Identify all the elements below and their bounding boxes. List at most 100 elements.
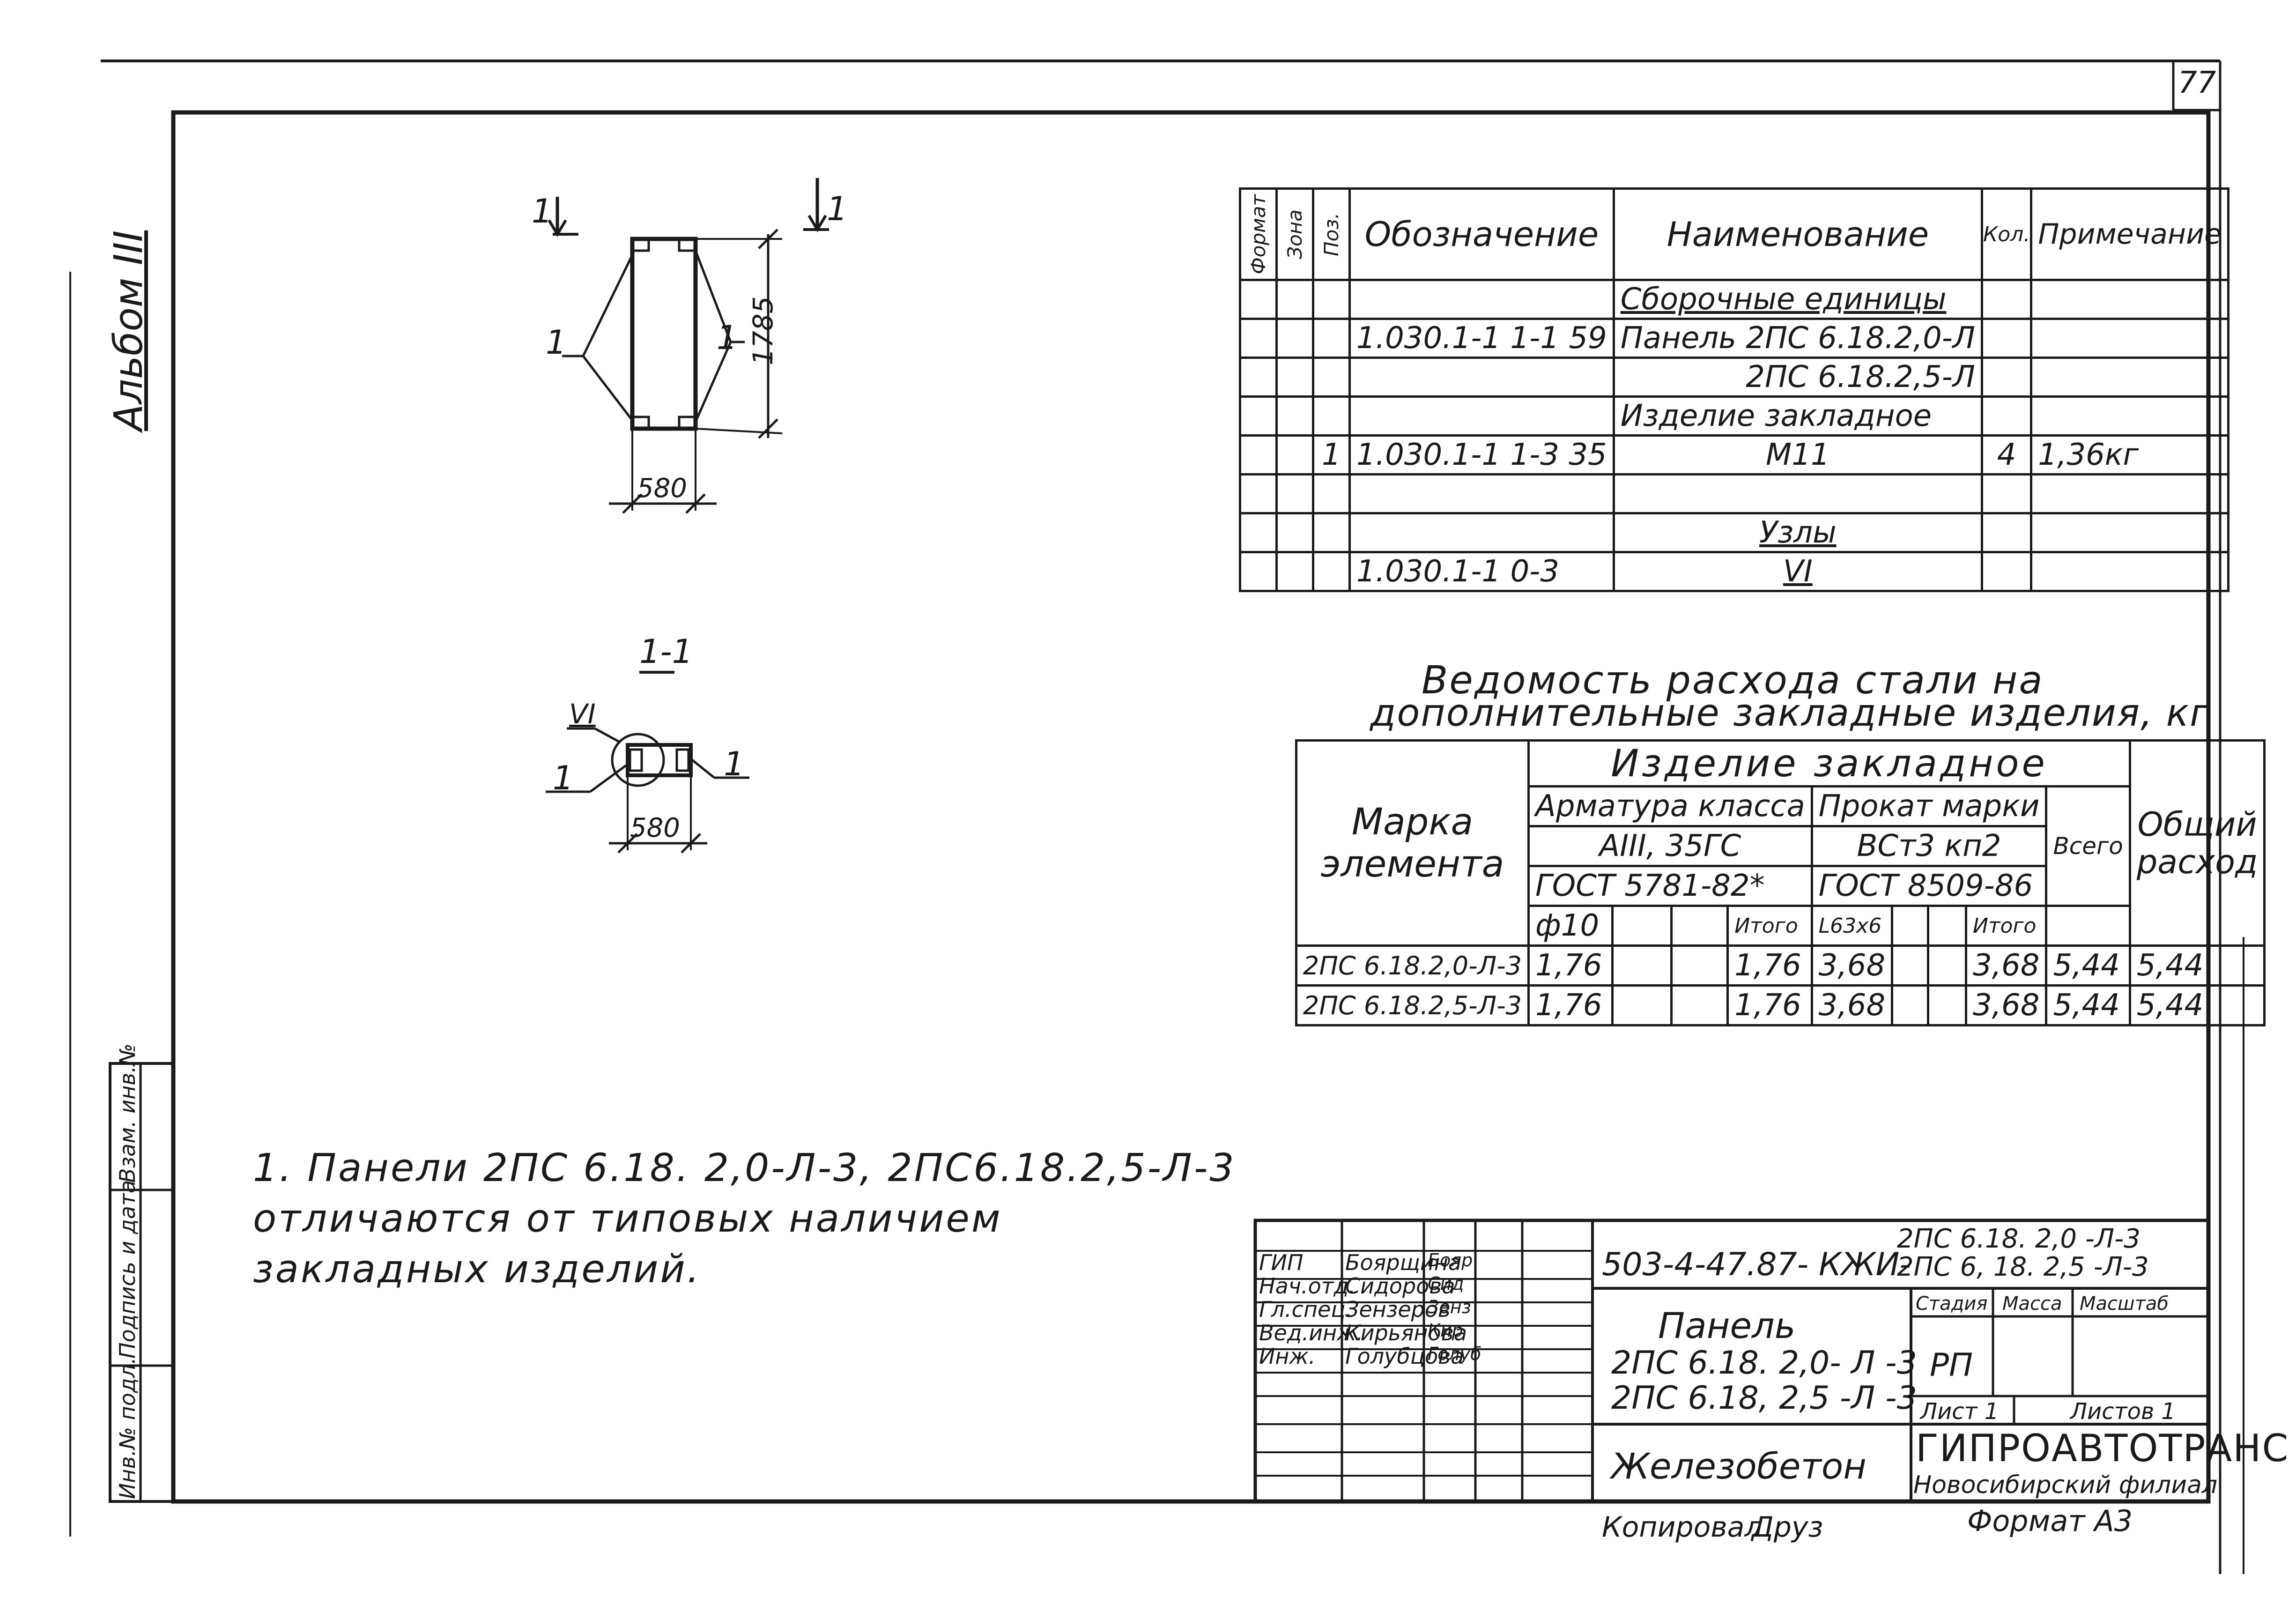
- steel-cell-itogo: 1,76: [1726, 984, 1813, 1026]
- material: Железобетон: [1611, 1445, 1866, 1487]
- steel-sub-itogo2: Итого: [1964, 905, 2048, 947]
- title-block-name: Кирьянова: [1345, 1320, 1467, 1345]
- format-label: Формат А3: [1967, 1504, 2133, 1538]
- steel-cell-itogo: 1,76: [1726, 944, 1813, 987]
- spec-cell-format: [1239, 279, 1278, 320]
- spec-header-name: Наименование: [1612, 187, 1984, 281]
- steel-header-group: Изделие закладное: [1527, 739, 2131, 788]
- steel-sub-empty-3: [1891, 905, 1929, 947]
- steel-cell-empty: [1926, 944, 1967, 987]
- title-block-role: Гл.спец.: [1259, 1297, 1353, 1322]
- spec-cell-note: [2030, 512, 2230, 553]
- steel-header-mark: Марка элемента: [1295, 739, 1530, 947]
- title-block-name: Сидорова: [1345, 1273, 1455, 1299]
- spec-cell-zone: [1275, 318, 1314, 359]
- steel-rebar-gost: ГОСТ 5781-82*: [1527, 865, 1813, 907]
- scale-header: Масштаб: [2080, 1293, 2169, 1315]
- steel-header-rebar: Арматура класса: [1527, 785, 1813, 827]
- specification-table: Формат Зона Поз. Обозначение Наименовани…: [1239, 187, 2230, 592]
- spec-cell-designation: 1.030.1-1 0-3: [1348, 551, 1615, 592]
- steel-sub-d10: ф10: [1527, 905, 1614, 947]
- steel-cell-overall: 5,44: [2128, 984, 2266, 1026]
- doc-code: 503-4-47.87- КЖИ-: [1602, 1246, 1911, 1283]
- stage-header: Стадия: [1916, 1293, 1988, 1315]
- steel-header-rolled: Прокат марки: [1810, 785, 2048, 827]
- side-stamp-signature-date: Подпись и дата: [115, 1180, 140, 1359]
- steel-sub-empty-5: [2045, 905, 2131, 947]
- spec-cell-note: 1,36кг: [2030, 434, 2230, 476]
- steel-sub-empty-4: [1926, 905, 1967, 947]
- section-dimension-width: 580: [630, 813, 680, 843]
- spec-cell-note: [2030, 279, 2230, 320]
- spec-cell-zone: [1275, 434, 1314, 476]
- spec-cell-qty: [1980, 279, 2033, 320]
- steel-cell-d10: 1,76: [1527, 944, 1614, 987]
- steel-table-title-line1: Ведомость расхода стали на: [1422, 658, 2044, 703]
- dimension-height: 1785: [747, 296, 779, 365]
- steel-sub-itogo: Итого: [1726, 905, 1813, 947]
- organization-branch: Новосибирский филиал: [1913, 1471, 2218, 1499]
- steel-rebar-class: АIII, 35ГС: [1527, 825, 1813, 867]
- spec-cell-note: [2030, 473, 2230, 514]
- steel-header-overall: Общий расход: [2128, 739, 2266, 947]
- spec-row: 2ПС 6.18.2,5-Л: [1239, 357, 2230, 398]
- sheets-label: Листов 1: [2070, 1398, 2176, 1425]
- spec-cell-qty: [1980, 318, 2033, 359]
- spec-cell-format: [1239, 318, 1278, 359]
- doc-code-mark-2: 2ПС 6, 18. 2,5 -Л-3: [1897, 1252, 2149, 1282]
- spec-cell-pos: [1312, 512, 1351, 553]
- title-block-name: Зензеров: [1345, 1297, 1451, 1322]
- spec-header-designation: Обозначение: [1348, 187, 1615, 281]
- page-number: 77: [2178, 66, 2216, 100]
- steel-cell-d10: 1,76: [1527, 984, 1614, 1026]
- spec-header-pos: Поз.: [1312, 187, 1351, 281]
- organization-name: ГИПРОАВТОТРАНС: [1916, 1427, 2289, 1470]
- spec-cell-format: [1239, 473, 1278, 514]
- title-block-sign: Сид: [1428, 1273, 1464, 1294]
- spec-cell-designation: [1348, 395, 1615, 437]
- steel-cell-total: 5,44: [2045, 944, 2131, 987]
- section-leader-left: 1: [553, 759, 574, 797]
- steel-cell-empty: [1670, 944, 1729, 987]
- spec-cell-format: [1239, 357, 1278, 398]
- steel-cell-itogo2: 3,68: [1964, 984, 2048, 1026]
- mass-header: Масса: [2002, 1293, 2062, 1315]
- title-block-sign: Голуб: [1428, 1344, 1481, 1364]
- steel-cell-angle: 3,68: [1810, 984, 1894, 1026]
- spec-cell-format: [1239, 551, 1278, 592]
- spec-cell-pos: [1312, 551, 1351, 592]
- title-block-name: Голубцова: [1345, 1344, 1464, 1369]
- album-label: Альбом III: [105, 230, 151, 431]
- spec-cell-qty: [1980, 473, 2033, 514]
- steel-cell-mark: 2ПС 6.18.2,5-Л-3: [1295, 984, 1530, 1026]
- steel-cell-empty: [1670, 984, 1729, 1026]
- copied-by-signature: Друз: [1752, 1511, 1823, 1544]
- spec-cell-zone: [1275, 551, 1314, 592]
- steel-cell-angle: 3,68: [1810, 944, 1894, 987]
- title-panel: Панель: [1658, 1305, 1796, 1346]
- steel-cell-empty: [1891, 944, 1929, 987]
- title-block-sign: Зенз: [1428, 1297, 1471, 1317]
- steel-cell-mark: 2ПС 6.18.2,0-Л-3: [1295, 944, 1530, 987]
- section-leader-right: 1: [724, 745, 745, 783]
- general-note: 1. Панели 2ПС 6.18. 2,0-Л-3, 2ПС6.18.2,5…: [253, 1143, 1236, 1295]
- spec-cell-name: VI: [1612, 551, 1984, 592]
- spec-cell-qty: [1980, 357, 2033, 398]
- spec-cell-zone: [1275, 395, 1314, 437]
- spec-cell-name: 2ПС 6.18.2,5-Л: [1612, 357, 1984, 398]
- spec-cell-format: [1239, 512, 1278, 553]
- steel-cell-empty: [1611, 944, 1673, 987]
- sheet-label: Лист 1: [1920, 1398, 1999, 1425]
- section-mark-right: 1: [827, 190, 848, 228]
- steel-cell-itogo2: 3,68: [1964, 944, 2048, 987]
- leader-label-left: 1: [546, 323, 567, 362]
- dimension-width: 580: [637, 473, 687, 504]
- spec-cell-format: [1239, 395, 1278, 437]
- spec-row: Изделие закладное: [1239, 395, 2230, 437]
- title-block-name: Боярщина: [1345, 1250, 1462, 1275]
- steel-header-total: Всего: [2045, 785, 2131, 907]
